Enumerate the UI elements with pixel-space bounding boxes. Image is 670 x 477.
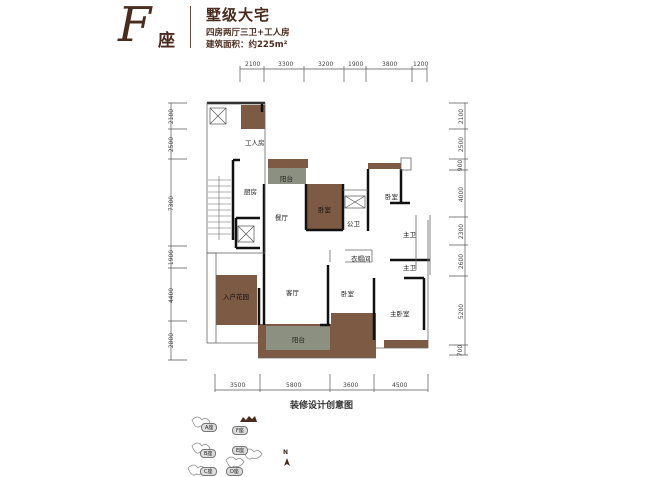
top-dimension-line [239, 66, 428, 82]
room-entry-garden: 入户花园 [223, 293, 249, 301]
keyplan-F-building [240, 416, 257, 422]
room-balcony-top: 阳台 [280, 175, 293, 183]
dim-right-3: 4000 [458, 186, 466, 203]
keyplan-c: C座 [200, 467, 217, 476]
dim-right-6: 5200 [458, 303, 466, 320]
grey-zones [266, 168, 330, 350]
dim-left-1: 2500 [168, 136, 176, 153]
room-bedroom-mid: 卧室 [341, 290, 354, 298]
dim-right-2: 900 [457, 159, 465, 172]
drawing-caption: 装修设计创意图 [290, 401, 354, 411]
thin-walls [206, 102, 431, 359]
room-bedroom-brown: 卧室 [318, 206, 331, 214]
dim-bottom-3: 4500 [392, 382, 408, 389]
room-bathroom-1: 主卫 [403, 231, 416, 239]
layout-description: 四房两厅三卫+工人房 [206, 28, 290, 38]
room-walk-in-closet: 衣帽间 [351, 255, 371, 263]
staircase [208, 176, 231, 240]
dim-right-5: 2600 [458, 253, 466, 270]
dim-top-3: 1900 [348, 61, 364, 68]
dim-bottom-0: 3500 [230, 382, 246, 389]
bottom-dimension-line [214, 374, 429, 392]
room-kitchen: 厨房 [244, 188, 257, 196]
tower-letter: F [118, 0, 152, 53]
dim-left-4: 4400 [168, 287, 176, 304]
dim-top-4: 3800 [382, 61, 398, 68]
room-balcony-bottom: 阳台 [292, 336, 305, 344]
dim-top-2: 3200 [318, 61, 334, 68]
dim-right-7: 700 [457, 344, 465, 357]
dim-bottom-1: 5800 [286, 382, 302, 389]
tower-suffix: 座 [158, 31, 175, 51]
north-label: N [283, 449, 289, 456]
dim-bottom-2: 3600 [343, 382, 359, 389]
dim-top-0: 2100 [245, 61, 261, 68]
keyplan-f: F座 [232, 426, 248, 435]
dim-right-0: 2100 [458, 108, 466, 125]
keyplan-d: D座 [226, 467, 243, 476]
room-worker: 工人房 [245, 139, 265, 147]
left-dimension-line [168, 102, 187, 361]
page-title: 墅级大宅 [206, 6, 271, 24]
right-dimension-line [449, 102, 468, 356]
floor-area: 建筑面积：约225m² [206, 40, 288, 50]
title-divider [190, 6, 191, 48]
north-arrow-icon [284, 458, 290, 466]
room-master-bedroom: 主卧室 [390, 310, 410, 318]
room-bedroom-top-right: 卧室 [385, 193, 398, 201]
keyplan-shapes [187, 416, 263, 476]
dim-left-5: 2800 [168, 332, 176, 349]
room-dining: 餐厅 [275, 214, 288, 222]
dim-right-4: 2300 [458, 223, 466, 240]
dim-left-0: 2100 [168, 108, 176, 125]
dim-right-1: 2500 [458, 136, 466, 153]
elevator-icons [209, 107, 366, 243]
keyplan-e: E座 [232, 446, 249, 455]
room-living: 客厅 [286, 289, 299, 297]
dim-top-5: 1200 [413, 61, 429, 68]
dim-top-1: 3300 [278, 61, 294, 68]
dim-left-2: 7300 [168, 195, 176, 212]
room-bathroom-public: 公卫 [347, 220, 360, 228]
dim-left-3: 1900 [168, 249, 176, 266]
keyplan-a: A座 [201, 423, 218, 432]
keyplan-b: B座 [200, 449, 217, 458]
room-bathroom-2: 主卫 [403, 264, 416, 272]
